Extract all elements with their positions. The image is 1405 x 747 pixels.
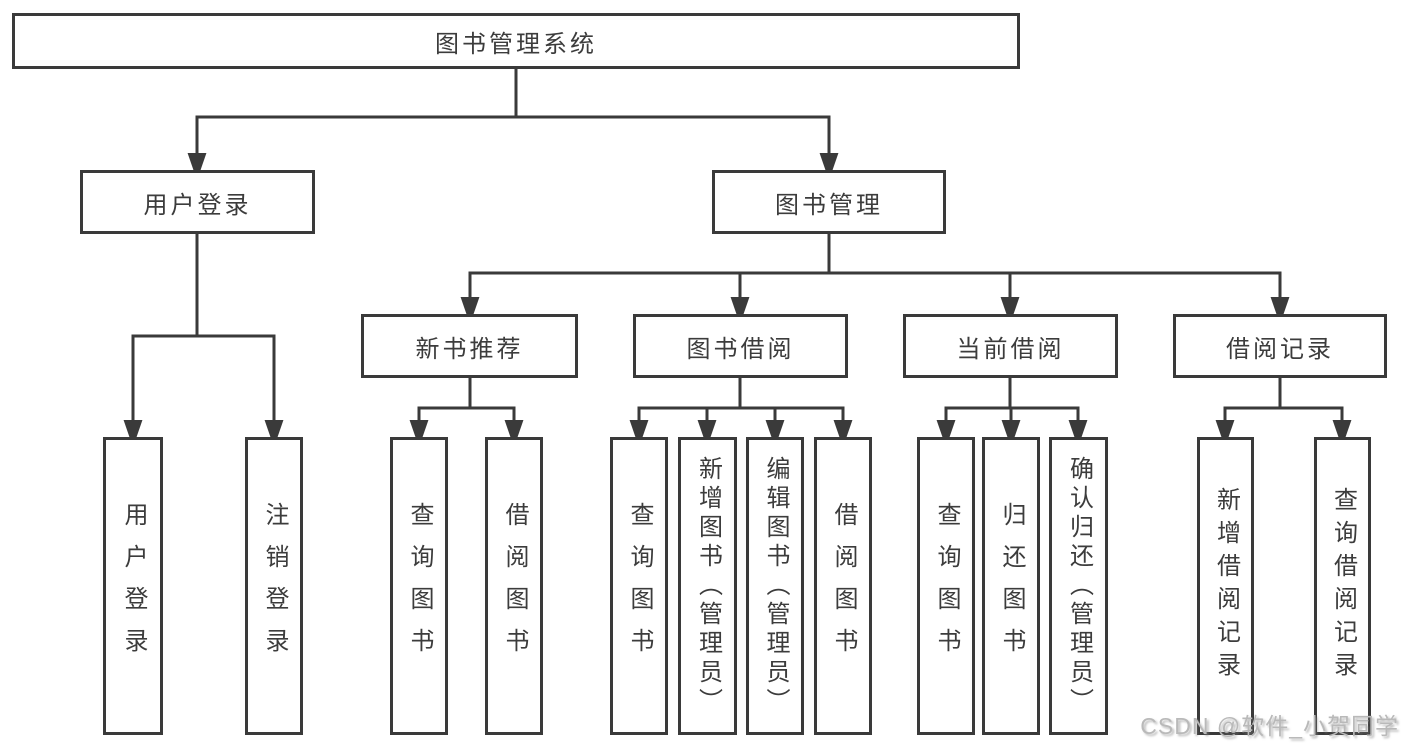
leaf-bb-query-books-label: 查询图书 xyxy=(626,502,653,670)
leaf-bb-edit-books-admin: 编辑图书（管理员） xyxy=(746,437,804,735)
node-borrow-records: 借阅记录 xyxy=(1173,314,1387,378)
leaf-bb-edit-books-admin-label: 编辑图书（管理员） xyxy=(762,455,789,717)
leaf-br-query-record: 查询借阅记录 xyxy=(1314,437,1371,735)
leaf-user-login: 用户登录 xyxy=(103,437,163,735)
leaf-logout: 注销登录 xyxy=(245,437,303,735)
leaf-bb-add-books-admin: 新增图书（管理员） xyxy=(678,437,737,735)
leaf-nb-query-books: 查询图书 xyxy=(390,437,448,735)
node-user-login-label: 用户登录 xyxy=(143,191,252,219)
connector-user-login-bar xyxy=(131,232,276,338)
connector-current-borrow-bar xyxy=(944,376,1080,410)
node-root-system-label: 图书管理系统 xyxy=(435,30,597,58)
node-book-management: 图书管理 xyxy=(712,170,946,234)
connector-root-bar xyxy=(195,67,831,119)
leaf-cb-confirm-return-admin: 确认归还（管理员） xyxy=(1049,437,1108,735)
node-current-borrow-label: 当前借阅 xyxy=(956,335,1065,363)
node-borrow-records-label: 借阅记录 xyxy=(1226,335,1334,363)
node-book-borrow-label: 图书借阅 xyxy=(686,335,795,363)
leaf-bb-borrow-books: 借阅图书 xyxy=(814,437,872,735)
node-user-login: 用户登录 xyxy=(80,170,315,234)
leaf-logout-label: 注销登录 xyxy=(261,502,288,670)
leaf-br-add-record-label: 新增借阅记录 xyxy=(1212,487,1240,685)
leaf-bb-query-books: 查询图书 xyxy=(610,437,668,735)
leaf-nb-borrow-books: 借阅图书 xyxy=(485,437,543,735)
connector-new-book-bar xyxy=(417,376,516,410)
node-new-book-recommend: 新书推荐 xyxy=(361,314,578,378)
leaf-bb-add-books-admin-label: 新增图书（管理员） xyxy=(694,455,722,717)
node-book-management-label: 图书管理 xyxy=(775,191,883,219)
leaf-user-login-label: 用户登录 xyxy=(120,502,147,670)
leaf-br-query-record-label: 查询借阅记录 xyxy=(1329,487,1357,685)
leaf-cb-query-books: 查询图书 xyxy=(917,437,975,735)
node-root-system: 图书管理系统 xyxy=(12,13,1020,69)
node-new-book-recommend-label: 新书推荐 xyxy=(415,335,524,363)
leaf-nb-query-books-label: 查询图书 xyxy=(406,502,433,670)
connector-book-borrow-bar xyxy=(637,376,845,410)
leaf-bb-borrow-books-label: 借阅图书 xyxy=(830,502,857,670)
leaf-cb-query-books-label: 查询图书 xyxy=(933,502,960,670)
leaf-cb-return-books: 归还图书 xyxy=(982,437,1040,735)
leaf-nb-borrow-books-label: 借阅图书 xyxy=(501,502,528,670)
leaf-br-add-record: 新增借阅记录 xyxy=(1197,437,1254,735)
node-current-borrow: 当前借阅 xyxy=(903,314,1118,378)
connector-borrow-records-bar xyxy=(1223,376,1344,410)
watermark: CSDN @软件_小贺同学 xyxy=(1140,713,1399,739)
connector-book-management-bar xyxy=(468,232,1282,275)
node-book-borrow: 图书借阅 xyxy=(633,314,848,378)
leaf-cb-confirm-return-admin-label: 确认归还（管理员） xyxy=(1065,455,1093,717)
leaf-cb-return-books-label: 归还图书 xyxy=(998,502,1025,670)
